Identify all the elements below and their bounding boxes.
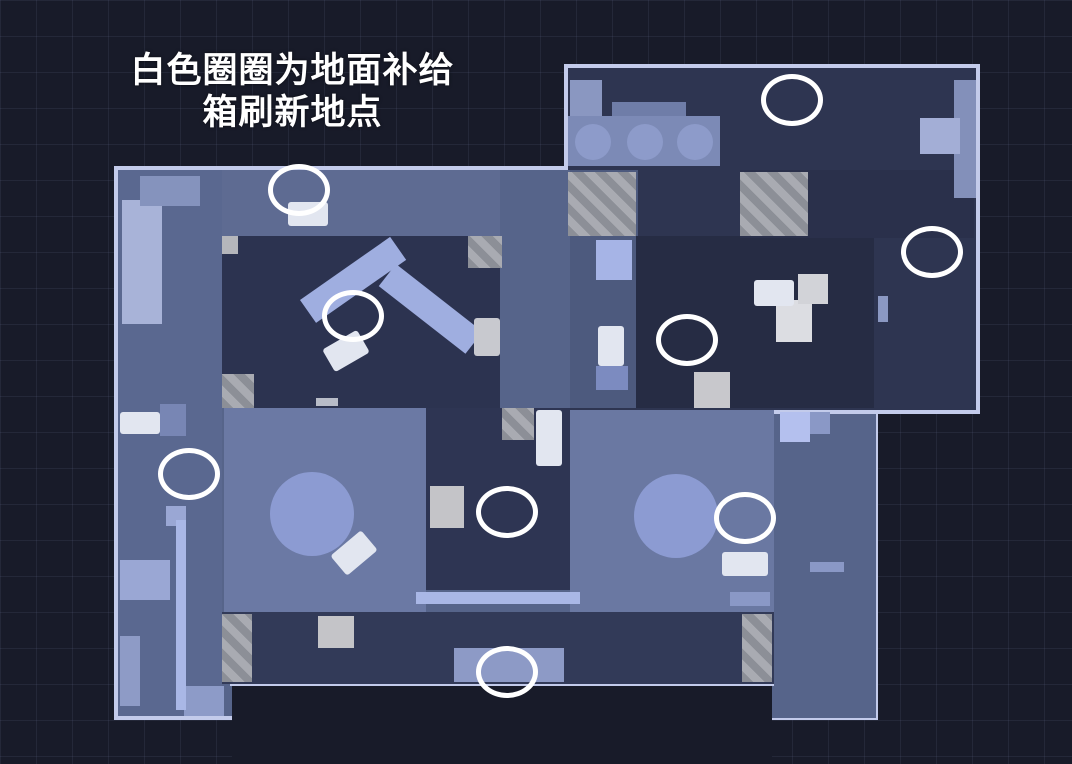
crate-hatched-5 [502, 408, 534, 440]
crate-hatched-3 [468, 236, 502, 268]
chair-6 [598, 326, 624, 366]
supply-marker-5[interactable] [656, 314, 718, 366]
pipe-south [416, 592, 580, 604]
supply-marker-3[interactable] [901, 226, 963, 278]
chair-5 [536, 410, 562, 466]
centre-connector [500, 170, 570, 410]
supply-marker-7[interactable] [476, 486, 538, 538]
south-notch [232, 686, 772, 764]
chair-3 [120, 412, 160, 434]
block-5 [810, 412, 830, 434]
block-17 [776, 300, 812, 342]
block-6 [810, 562, 844, 572]
caption-line-2: 箱刷新地点 [202, 93, 383, 133]
west-shelf [122, 200, 162, 324]
east-wing-cabinet [954, 80, 976, 198]
chair-7 [754, 280, 794, 306]
block-1 [596, 240, 632, 280]
block-7 [730, 592, 770, 606]
block-15 [596, 366, 628, 390]
block-4 [780, 412, 810, 442]
block-3 [160, 404, 186, 436]
block-13 [120, 636, 140, 706]
supply-marker-4[interactable] [322, 290, 384, 342]
tank-1 [575, 124, 611, 160]
supply-marker-8[interactable] [714, 492, 776, 544]
round-table-east [634, 474, 718, 558]
tank-3 [677, 124, 713, 160]
east-wing-counter [612, 102, 686, 116]
supply-marker-6[interactable] [158, 448, 220, 500]
block-12 [120, 560, 170, 600]
south-east-annex [770, 400, 876, 718]
block-11 [184, 686, 224, 716]
map-caption: 白色圈圈为地面补给 箱刷新地点 [100, 50, 485, 134]
west-shelf-cap [140, 176, 200, 206]
block-9 [430, 486, 464, 528]
block-18 [798, 274, 828, 304]
block-16 [694, 372, 730, 408]
pipe-west [176, 520, 186, 710]
crate-hatched-4 [222, 374, 254, 408]
caption-line-1: 白色圈圈为地面补给 [130, 51, 455, 91]
supply-marker-9[interactable] [476, 646, 538, 698]
chair-9 [474, 318, 500, 356]
chair-8 [722, 552, 768, 576]
tank-2 [627, 124, 663, 160]
east-wing-block [570, 80, 602, 116]
supply-marker-1[interactable] [761, 74, 823, 126]
round-table-west [270, 472, 354, 556]
block-8 [318, 616, 354, 648]
east-wing-desk [920, 118, 960, 154]
crate-hatched-7 [742, 614, 772, 682]
crate-hatched-1 [568, 172, 636, 236]
block-10 [316, 398, 338, 406]
crate-hatched-2 [740, 172, 808, 236]
east-wing-door [878, 296, 888, 322]
block-2 [222, 236, 238, 254]
supply-marker-2[interactable] [268, 164, 330, 216]
crate-hatched-6 [222, 614, 252, 682]
